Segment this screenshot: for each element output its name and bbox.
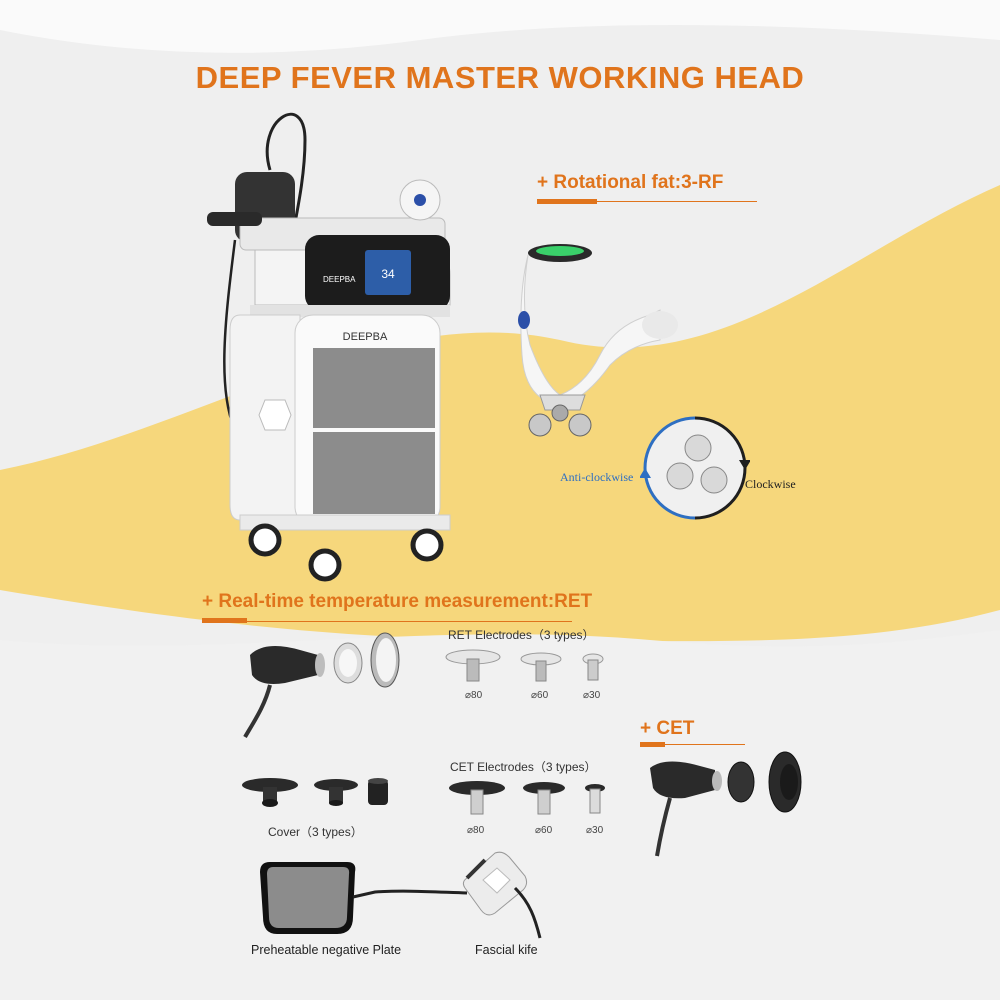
cet-heading: + CET [640, 718, 695, 739]
cet-heading-underline-thin [665, 744, 745, 745]
ret-heading: + Real-time temperature measurement:RET [202, 591, 593, 612]
ret-heading-underline [202, 618, 247, 623]
machine-brand-body: DEEPBA [343, 331, 388, 343]
ret-electrodes [445, 649, 604, 682]
page-title: DEEP FEVER MASTER WORKING HEAD [195, 60, 805, 95]
fascial-knife [462, 851, 542, 939]
cet-electrodes-title: CET Electrodes（3 types） [450, 760, 597, 774]
ret-size-30: ⌀30 [583, 690, 601, 701]
ret-handpiece [243, 632, 400, 739]
ret-size-60: ⌀60 [531, 690, 549, 701]
anticlockwise-label: Anti-clockwise [560, 470, 634, 484]
rotational-heading-underline-thin [597, 201, 757, 202]
covers [242, 778, 388, 807]
cet-heading-underline [640, 742, 665, 747]
machine-brand-top: DEEPBA [323, 275, 356, 284]
clockwise-label: Clockwise [745, 477, 796, 491]
screen-text: 34 [381, 267, 395, 281]
rotational-heading-underline [537, 199, 597, 204]
cet-handpiece [650, 751, 802, 857]
negative-plate [260, 862, 468, 934]
plate-label: Preheatable negative Plate [251, 943, 402, 957]
cet-size-30: ⌀30 [586, 825, 604, 836]
ret-electrodes-title: RET Electrodes（3 types） [448, 628, 595, 642]
cover-label: Cover（3 types） [268, 825, 363, 839]
ret-heading-underline-thin [247, 621, 572, 622]
machine-illustration: 34 DEEPBA DEEPBA [207, 112, 451, 582]
cet-size-80: ⌀80 [467, 825, 485, 836]
rf-handpiece [518, 244, 678, 437]
rotation-diagram [640, 416, 750, 520]
ret-size-80: ⌀80 [465, 690, 483, 701]
cet-electrodes [449, 781, 605, 815]
rotational-heading: + Rotational fat:3-RF [537, 172, 724, 193]
cet-size-60: ⌀60 [535, 825, 553, 836]
knife-label: Fascial kife [475, 943, 538, 957]
